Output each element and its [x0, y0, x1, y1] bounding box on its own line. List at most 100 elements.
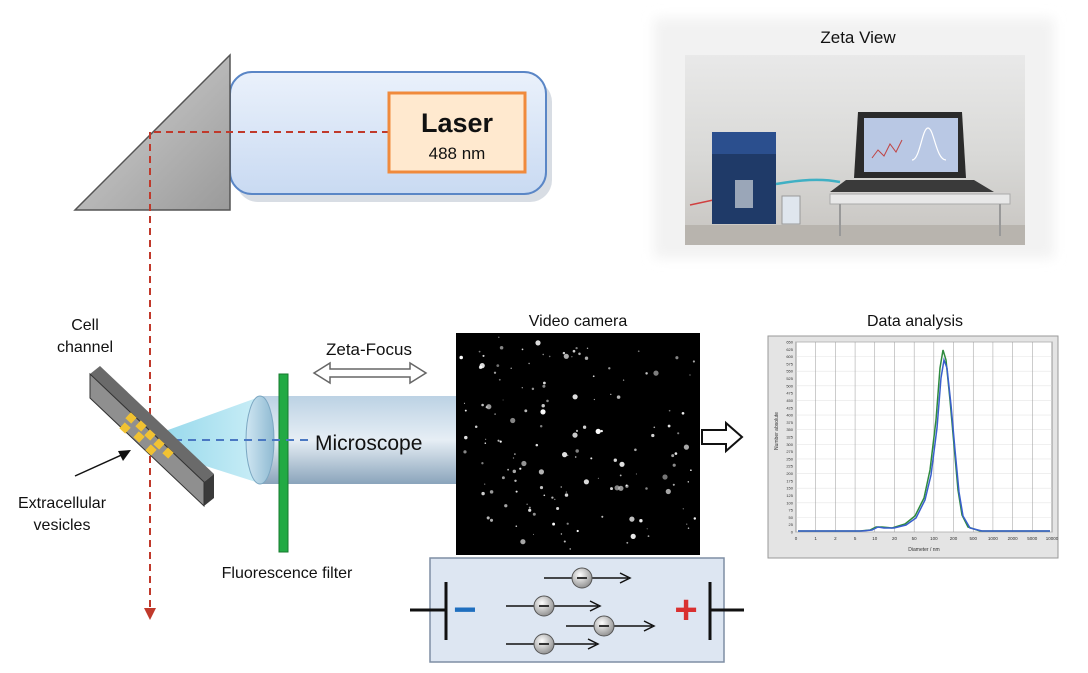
x-tick-label: 1 [814, 536, 817, 541]
particle-spot [560, 486, 562, 488]
particle-spot [692, 360, 695, 363]
particle-spot [524, 409, 528, 413]
vesicles-label-line2: vesicles [34, 517, 91, 534]
particle-spot [567, 454, 569, 457]
cell-channel-assembly: Cell channel Extracellular vesicles [18, 317, 214, 534]
particle-spots [459, 336, 697, 550]
particle-spot [686, 523, 688, 525]
particle-spot [667, 424, 671, 428]
particle-spot [541, 409, 545, 413]
photo-table-top [685, 225, 1025, 245]
y-tick-label: 350 [786, 427, 793, 432]
particle-spot [486, 516, 490, 520]
particle-spot [586, 347, 589, 349]
particle-spot [542, 384, 546, 388]
fluorescence-filter [278, 373, 289, 553]
particle-spot [634, 448, 637, 452]
particle-spot [578, 352, 581, 356]
particle-spot [478, 350, 481, 353]
particle-spot [671, 454, 675, 458]
particle-spot [681, 411, 685, 415]
particle-spot [572, 349, 576, 353]
particle-spot [687, 481, 690, 483]
particle-spot [484, 483, 486, 485]
vesicle-particle [119, 422, 131, 434]
particle-spot [595, 428, 601, 434]
particle-spot [575, 449, 579, 453]
particle-spot [482, 354, 485, 357]
particle-spot [481, 403, 484, 407]
particle-spot [610, 487, 613, 491]
particle-spot [514, 453, 516, 455]
particle-spot [512, 457, 515, 459]
particle-spot [542, 353, 544, 356]
particle-spot [535, 340, 541, 346]
particle-spot [528, 506, 531, 509]
plot-y-axis-label: Number absolute [774, 412, 780, 450]
y-tick-label: 300 [786, 442, 793, 447]
y-tick-label: 50 [789, 515, 794, 520]
y-tick-label: 650 [786, 340, 793, 345]
particle-spot [533, 533, 534, 535]
y-tick-label: 625 [786, 347, 793, 352]
vesicle-particle [144, 429, 156, 441]
photo-screen-graph-right [911, 127, 947, 161]
y-tick-label: 200 [786, 471, 793, 476]
video-camera-assembly: Video camera [456, 313, 744, 555]
y-tick-label: 0 [791, 530, 794, 535]
particle-spot [521, 387, 523, 389]
particle-spot [463, 402, 466, 404]
particle-spot [474, 425, 478, 428]
particle-spot [635, 473, 637, 475]
minus-sign: − [453, 588, 476, 632]
particle-spot [582, 425, 587, 429]
particle-spot [521, 460, 527, 467]
particle-spot [563, 540, 566, 543]
data-analysis-plot: Data analysis 02550751001251501752002252… [767, 313, 1059, 559]
particle-spot [510, 367, 512, 369]
y-tick-label: 500 [786, 383, 793, 388]
vesicle-particle [145, 444, 157, 456]
arrowhead-icon [587, 638, 600, 650]
x-tick-label: 100 [930, 536, 938, 541]
particle-spot [571, 356, 573, 358]
cell-channel-end-face [204, 474, 214, 506]
cell-channel-side-face [89, 372, 205, 508]
laser-label-box [387, 91, 527, 174]
particle-spot [463, 450, 467, 454]
particle-spot [675, 356, 679, 360]
vesicle-pointer-arrow-icon [118, 450, 131, 461]
y-tick-label: 150 [786, 486, 793, 491]
particle-spot [583, 479, 590, 485]
particle-spot [622, 379, 625, 381]
particle-spot [504, 504, 508, 508]
particle-spot [639, 519, 643, 523]
particle-spot [560, 533, 563, 535]
cell-label-line1: Cell [71, 317, 99, 334]
particle-spot [493, 371, 497, 374]
photo-screen-graph-left [871, 139, 903, 159]
photo-cable [775, 178, 841, 186]
particle-spot [575, 346, 578, 350]
particle-spot [556, 506, 560, 511]
particle-spot [608, 367, 611, 370]
particle-spot [668, 409, 671, 412]
particle-spot [485, 406, 488, 409]
particle-spot [507, 468, 509, 471]
particle-spot [499, 440, 502, 443]
particle-spot [485, 438, 487, 440]
particle-spot [618, 485, 624, 491]
particle-spot [601, 515, 604, 518]
y-tick-label: 475 [786, 391, 793, 396]
x-tick-label: 5 [854, 536, 857, 541]
particle-spot [600, 429, 603, 433]
plot-y-ticks: 0255075100125150175200225250275300325350… [786, 340, 793, 535]
y-tick-label: 250 [786, 456, 793, 461]
particle-spot [464, 409, 467, 412]
photo-shelf [829, 193, 1011, 205]
y-tick-label: 550 [786, 369, 793, 374]
particle-spot [590, 457, 593, 460]
particle-spot [484, 442, 487, 444]
particle-spot [690, 469, 692, 472]
